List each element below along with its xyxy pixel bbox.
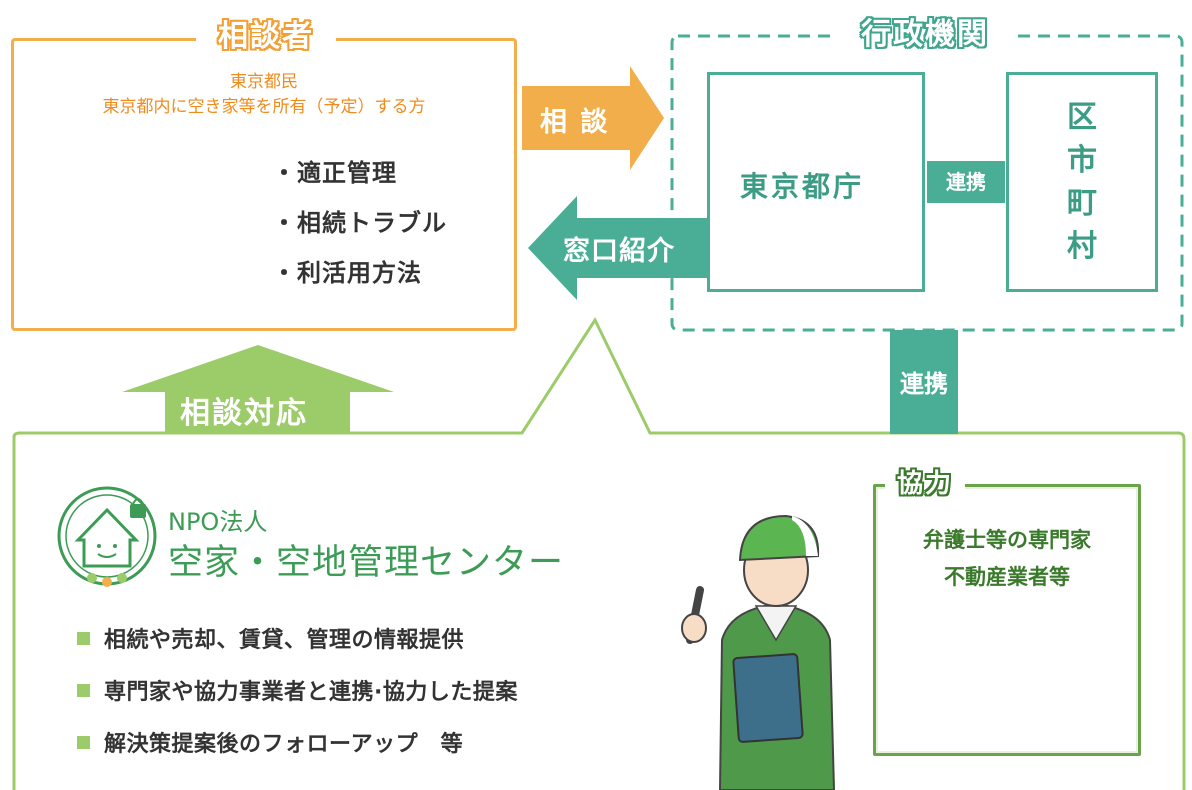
tokyo-gov-box: [707, 72, 925, 292]
service-text: 解決策提案後のフォローアップ 等: [104, 732, 464, 757]
municipality-box: [1006, 72, 1158, 292]
collaboration-line-1: 弁護士等の専門家: [923, 528, 1091, 552]
collaboration-title: 協力: [885, 466, 965, 502]
service-text: 専門家や協力事業者と連携·協力した提案: [104, 680, 518, 705]
cooperate-vertical-bar: [890, 330, 958, 434]
municipality-shi: 市: [1067, 143, 1097, 178]
npo-name: 空家・空地管理センター: [168, 543, 565, 583]
issue-item: ・利活用方法: [272, 259, 422, 287]
municipality-cho: 町: [1067, 186, 1097, 221]
consultant-subtitle-1: 東京都民: [230, 72, 298, 92]
service-item: 解決策提案後のフォローアップ 等: [77, 730, 463, 760]
support-arrow-label: 相談対応: [180, 396, 308, 431]
bullet-square-icon: [77, 632, 90, 645]
npo-logo-icon: [57, 486, 157, 587]
tokyo-gov-label: 東京都庁: [740, 170, 865, 203]
support-arrow: [122, 345, 394, 432]
npo-type: NPO法人: [168, 508, 268, 536]
admin-title: 行政機関: [833, 17, 1017, 53]
bullet-square-icon: [77, 684, 90, 697]
referral-arrow: [528, 196, 707, 300]
municipality-son: 村: [1067, 229, 1097, 264]
municipality-label: 区 市 町 村: [1006, 96, 1158, 268]
consult-arrow-label: 相 談: [540, 107, 610, 138]
referral-arrow-label: 窓口紹介: [563, 236, 675, 267]
service-item: 相続や売却、賃貸、管理の情報提供: [77, 626, 464, 656]
worker-illustration: [681, 514, 836, 790]
municipality-ku: 区: [1067, 100, 1097, 135]
consultant-subtitle-2: 東京都内に空き家等を所有（予定）する方: [102, 97, 426, 117]
issue-item: ・相続トラブル: [272, 209, 447, 237]
consult-arrow: [522, 66, 664, 170]
service-text: 相続や売却、賃貸、管理の情報提供: [104, 628, 465, 653]
consultant-title: 相談者: [196, 19, 336, 55]
consultant-box: [11, 38, 517, 331]
cooperate-horizontal-label: 連携: [927, 161, 1005, 203]
bullet-square-icon: [77, 736, 90, 749]
npo-bubble-frame: [12, 316, 1186, 790]
issue-item: ・適正管理: [272, 159, 397, 187]
collaboration-box: [873, 484, 1141, 756]
collaboration-line-2: 不動産業者等: [944, 565, 1070, 589]
service-item: 専門家や協力事業者と連携·協力した提案: [77, 678, 518, 708]
cooperate-vertical-label: 連携: [900, 370, 948, 398]
